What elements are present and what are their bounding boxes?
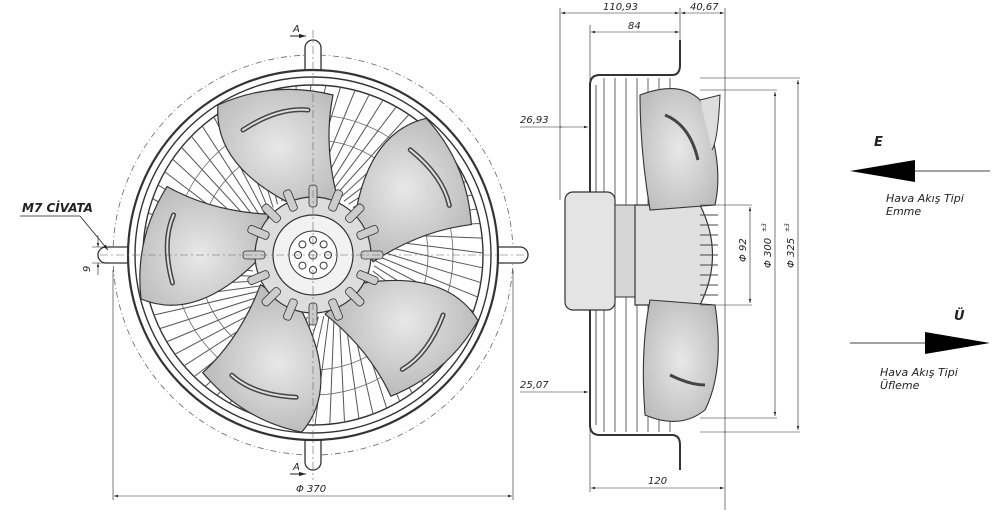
front-view: A A M7 CİVATA 9 Φ 370 [20,24,530,500]
motor-body [564,191,616,311]
dim-diameter-370: Φ 370 [296,484,326,495]
blowing-line2: Üfleme [880,379,920,392]
hub-hole [319,261,328,270]
fan-blade [201,283,322,433]
fan-blade [139,185,270,306]
fan-blade [217,88,339,206]
dim-blade-300: Φ 300 [763,238,774,268]
dim-overall-110-93: 110,93 [603,2,638,13]
hub-hole [298,240,307,249]
cooling-fin [328,189,343,212]
cooling-fin [261,203,282,224]
cooling-fin [356,225,379,240]
suction-line1: Hava Akış Tipi [886,192,964,205]
blade-side-bottom [642,299,719,422]
blowing-letter: Ü [954,309,965,324]
fan-blade [324,279,479,397]
cooling-fin [344,203,365,224]
dim-width-120: 120 [648,476,667,487]
dim-blade-tolerance: ±3 [761,223,768,232]
dim-hub-92: Φ 92 [738,238,749,262]
hub-hole [298,261,307,270]
section-marker-top: A [292,24,300,35]
cooling-fin [356,270,379,285]
dim-front-40-67: 40,67 [690,2,719,13]
dim-top-offset: 26,93 [520,115,549,126]
blowing-line1: Hava Akış Tipi [880,366,958,379]
bolt-label: M7 CİVATA [22,200,93,215]
section-marker-bottom: A [292,462,300,473]
dim-bolt-offset: 9 [82,266,93,272]
hub-hole [319,240,328,249]
cooling-fin [283,189,298,212]
airflow-blowing-arrow [850,332,990,354]
dim-bottom-offset: 25,07 [520,380,549,391]
cooling-fin [247,270,270,285]
suction-line2: Emme [886,205,922,218]
dim-guard-depth-84: 84 [628,21,641,32]
cooling-fin [328,298,343,321]
fan-blades [139,88,479,433]
cooling-fin [261,286,282,307]
airflow-suction-arrow [850,160,990,182]
cooling-fin [247,225,270,240]
dim-guard-tolerance: ±3 [784,223,791,232]
fan-blade [353,117,472,263]
cooling-fin [344,286,365,307]
suction-letter: E [874,135,883,150]
blade-side-top [639,88,719,211]
side-view: 110,93 40,67 84 26,93 25,07 120 Φ 92 Φ 3… [520,2,800,510]
dim-guard-325: Φ 325 [786,238,797,268]
cooling-fin [283,298,298,321]
